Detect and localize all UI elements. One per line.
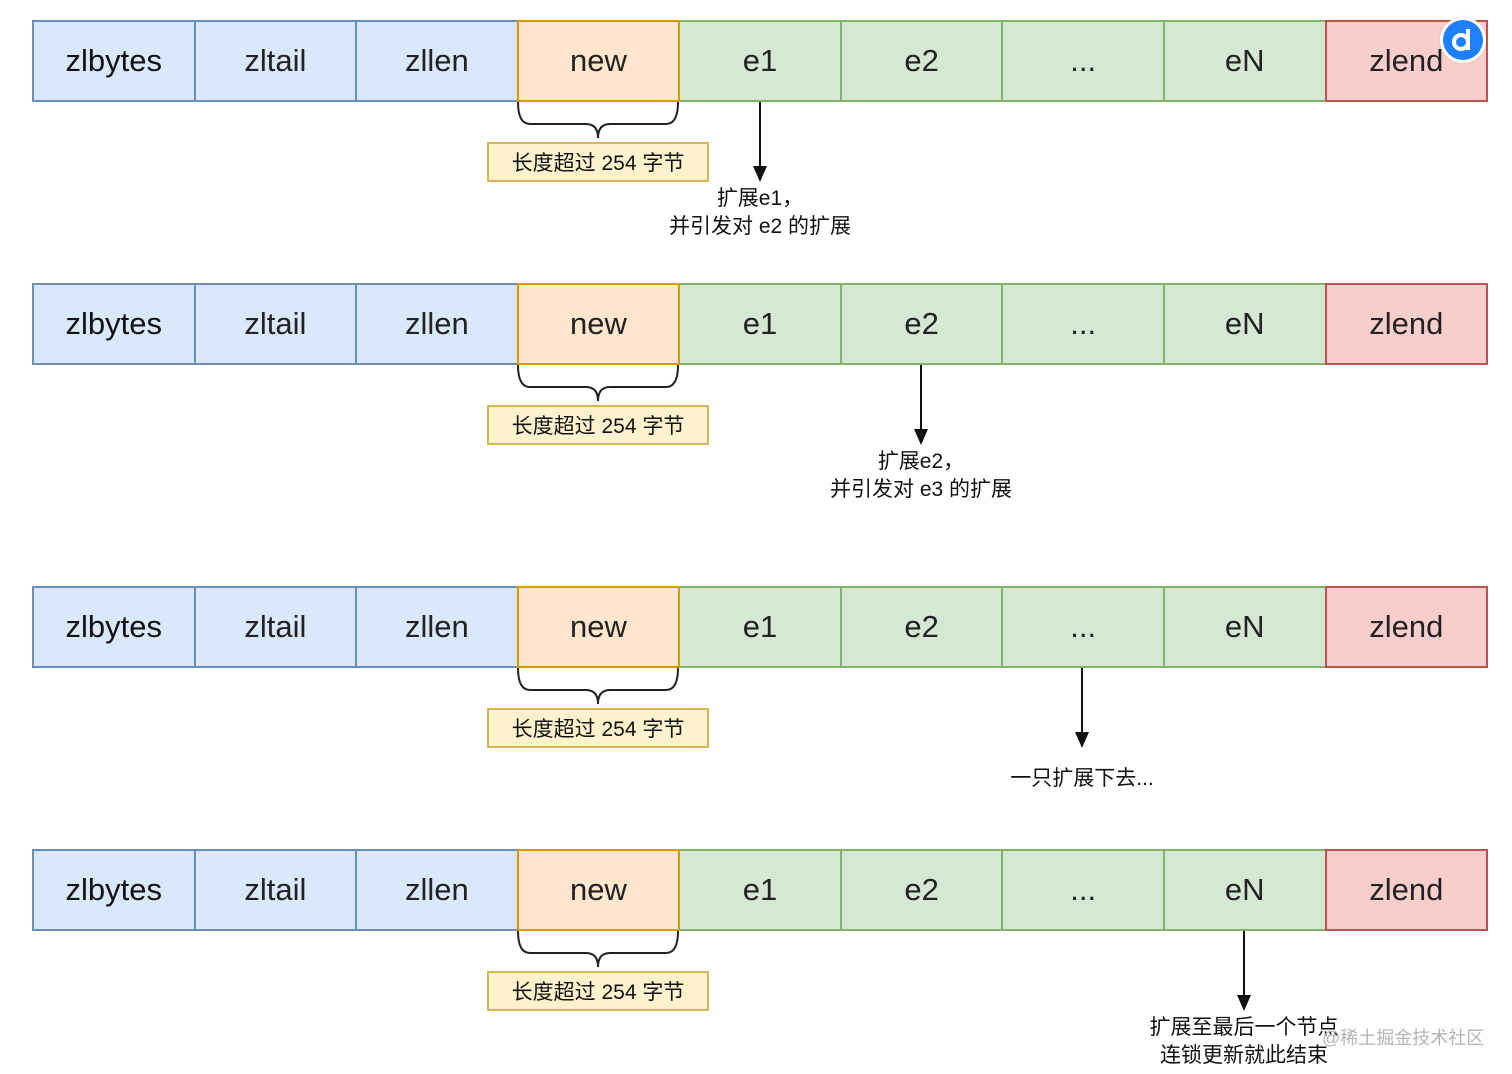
note-1-line-1: 扩展e1， <box>716 187 804 210</box>
watermark: @稀土掘金技术社区 <box>1322 1028 1485 1048</box>
cell-e1: e1 <box>678 20 842 102</box>
cell-ellipsis: ... <box>1001 586 1165 668</box>
cell-new: new <box>516 586 681 668</box>
brace-3 <box>517 667 679 705</box>
cell-e1: e1 <box>678 283 842 365</box>
cell-e1: e1 <box>678 849 842 931</box>
arrow-3 <box>1075 668 1089 748</box>
cell-ellipsis: ... <box>1001 20 1165 102</box>
juejin-logo-icon <box>1443 20 1483 60</box>
length-label-2: 长度超过 254 字节 <box>487 405 709 445</box>
arrow-2 <box>914 365 928 445</box>
note-1-line-2: 并引发对 e2 的扩展 <box>668 215 852 238</box>
cell-new: new <box>516 283 681 365</box>
cell-e1: e1 <box>678 586 842 668</box>
ziplist-row-1: zlbytes zltail zllen new e1 e2 ... eN zl… <box>32 20 1489 102</box>
cell-zlbytes: zlbytes <box>32 849 196 931</box>
cell-ellipsis: ... <box>1001 283 1165 365</box>
cell-eN: eN <box>1162 283 1327 365</box>
cell-zllen: zllen <box>355 283 519 365</box>
length-label-1: 长度超过 254 字节 <box>487 142 709 182</box>
cell-zltail: zltail <box>193 20 358 102</box>
cell-zllen: zllen <box>355 586 519 668</box>
cell-new: new <box>516 20 681 102</box>
cell-zlbytes: zlbytes <box>32 586 196 668</box>
brace-2 <box>517 364 679 402</box>
cell-new: new <box>516 849 681 931</box>
cell-e2: e2 <box>839 586 1004 668</box>
ziplist-row-2: zlbytes zltail zllen new e1 e2 ... eN zl… <box>32 283 1489 365</box>
cell-zltail: zltail <box>193 283 358 365</box>
cell-zltail: zltail <box>193 586 358 668</box>
cell-e2: e2 <box>839 283 1004 365</box>
note-2: 扩展e2， 并引发对 e3 的扩展 <box>781 448 1061 504</box>
note-4: 扩展至最后一个节点 连锁更新就此结束 <box>1104 1014 1384 1070</box>
ziplist-row-3: zlbytes zltail zllen new e1 e2 ... eN zl… <box>32 586 1489 668</box>
cell-eN: eN <box>1162 20 1327 102</box>
cell-eN: eN <box>1162 586 1327 668</box>
note-3: 一只扩展下去... <box>942 765 1222 793</box>
cell-zlbytes: zlbytes <box>32 283 196 365</box>
note-3-line-1: 一只扩展下去... <box>1010 767 1154 790</box>
cell-e2: e2 <box>839 849 1004 931</box>
arrow-4 <box>1237 931 1251 1011</box>
cell-zltail: zltail <box>193 849 358 931</box>
cell-eN: eN <box>1162 849 1327 931</box>
cell-zlbytes: zlbytes <box>32 20 196 102</box>
note-4-line-2: 连锁更新就此结束 <box>1160 1044 1328 1067</box>
cell-ellipsis: ... <box>1001 849 1165 931</box>
note-2-line-1: 扩展e2， <box>877 450 965 473</box>
brace-4 <box>517 930 679 968</box>
note-2-line-2: 并引发对 e3 的扩展 <box>829 478 1013 501</box>
cell-zllen: zllen <box>355 20 519 102</box>
length-label-4: 长度超过 254 字节 <box>487 971 709 1011</box>
cell-zlend: zlend <box>1324 849 1489 931</box>
note-4-line-1: 扩展至最后一个节点 <box>1149 1016 1339 1039</box>
cell-zlend: zlend <box>1324 283 1489 365</box>
brace-1 <box>517 101 679 139</box>
cell-zllen: zllen <box>355 849 519 931</box>
note-1: 扩展e1， 并引发对 e2 的扩展 <box>620 185 900 241</box>
length-label-3: 长度超过 254 字节 <box>487 708 709 748</box>
ziplist-row-4: zlbytes zltail zllen new e1 e2 ... eN zl… <box>32 849 1489 931</box>
cell-e2: e2 <box>839 20 1004 102</box>
arrow-1 <box>753 102 767 182</box>
cell-zlend: zlend <box>1324 586 1489 668</box>
